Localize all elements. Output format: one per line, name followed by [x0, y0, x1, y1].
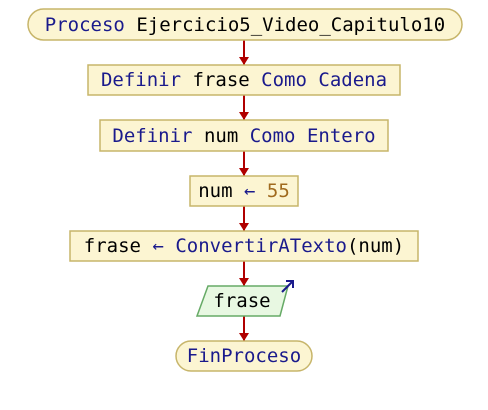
- output-shape: [195, 285, 289, 317]
- define-num-shape: [99, 119, 389, 152]
- define-frase-shape: [87, 64, 401, 96]
- define-variable: frase: [193, 69, 250, 91]
- start-node[interactable]: Proceso Ejercicio5_Video_Capitulo10: [27, 8, 463, 41]
- arrowhead-6: [239, 333, 249, 341]
- define-keyword: Definir: [112, 125, 192, 147]
- start-node-shape: [27, 8, 463, 41]
- define-keyword: Definir: [101, 69, 181, 91]
- end-node-shape: [175, 340, 313, 372]
- assign-num-node[interactable]: num ← 55: [189, 175, 299, 207]
- start-node-text: Proceso Ejercicio5_Video_Capitulo10: [45, 14, 445, 36]
- define-num-text: Definir num Como Entero: [112, 125, 375, 147]
- arrowhead-4: [239, 223, 249, 231]
- assign-frase-shape: [69, 230, 419, 262]
- type-keyword: Entero: [307, 125, 376, 147]
- como-keyword: Como: [250, 125, 296, 147]
- arrowhead-5: [239, 278, 249, 286]
- function-name: ConvertirATexto: [175, 235, 347, 257]
- start-keyword: Proceso: [45, 14, 125, 36]
- define-frase-text: Definir frase Como Cadena: [101, 69, 387, 91]
- assign-variable: frase: [84, 235, 141, 257]
- assign-operator: ←: [152, 235, 163, 257]
- output-arrow-icon: [281, 280, 294, 293]
- assign-variable: num: [198, 180, 232, 202]
- assign-num-shape: [189, 175, 299, 207]
- arrowhead-1: [239, 57, 249, 65]
- assign-frase-text: frase ← ConvertirATexto(num): [84, 235, 404, 257]
- output-node[interactable]: frase: [195, 280, 294, 317]
- type-keyword: Cadena: [318, 69, 387, 91]
- process-name: Ejercicio5_Video_Capitulo10: [136, 14, 445, 36]
- connectors: [239, 40, 249, 341]
- output-text: frase: [213, 290, 270, 312]
- define-num-node[interactable]: Definir num Como Entero: [99, 119, 389, 152]
- end-node[interactable]: FinProceso: [175, 340, 313, 372]
- function-arg: num: [358, 235, 392, 257]
- assign-operator: ←: [244, 180, 255, 202]
- como-keyword: Como: [261, 69, 307, 91]
- end-keyword: FinProceso: [187, 345, 301, 367]
- define-frase-node[interactable]: Definir frase Como Cadena: [87, 64, 401, 96]
- arrowhead-3: [239, 168, 249, 176]
- open-paren: (: [347, 235, 358, 257]
- close-paren: ): [393, 235, 404, 257]
- assign-value: 55: [267, 180, 290, 202]
- assign-num-text: num ← 55: [198, 180, 290, 202]
- assign-frase-node[interactable]: frase ← ConvertirATexto(num): [69, 230, 419, 262]
- arrowhead-2: [239, 112, 249, 120]
- define-variable: num: [204, 125, 238, 147]
